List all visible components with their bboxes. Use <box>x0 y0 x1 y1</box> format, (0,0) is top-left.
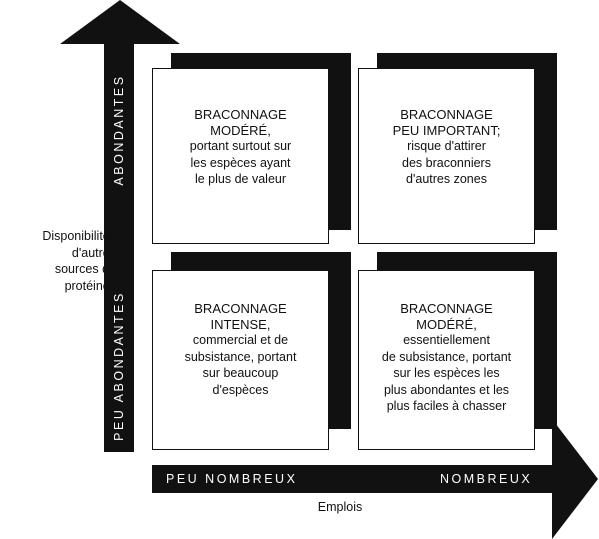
y-axis-title: Disponibilités d'autres sources de proté… <box>4 228 116 294</box>
quadrant-body-line: les espèces ayant <box>190 155 291 170</box>
quadrant-body-line: portant surtout sur <box>189 139 292 153</box>
quadrant-title-line: BRACONNAGE <box>194 301 287 316</box>
quadrant-body-line: des braconniers <box>402 155 491 170</box>
quadrant-body-line: commercial et de <box>192 333 289 347</box>
x-axis-left-label: PEU NOMBREUX <box>166 472 298 486</box>
quadrant-title-line: MODÉRÉ, <box>210 122 271 138</box>
quadrant-body-line: plus faciles à chasser <box>386 399 507 413</box>
y-axis-title-line: Disponibilités <box>42 229 116 243</box>
quadrant-body-line: d'autres zones <box>406 172 487 186</box>
y-axis-title-line: d'autres <box>71 245 116 260</box>
y-axis-title-line: sources de <box>54 262 116 276</box>
quadrant-title-line: MODÉRÉ, <box>416 316 477 332</box>
quadrant-body-line: subsistance, portant <box>184 349 297 364</box>
quadrant-body-line: plus abondantes et les <box>383 382 510 397</box>
y-axis-title-line: protéines <box>64 278 116 293</box>
quadrant-body-line: sur beaucoup <box>202 366 279 380</box>
quadrant-body-line: essentiellement <box>403 333 490 347</box>
quadrant-body-line: le plus de valeur <box>194 172 287 186</box>
horizontal-arrow-shaft <box>152 465 552 493</box>
quadrant-bottom-right: BRACONNAGE MODÉRÉ, essentiellement de su… <box>358 270 535 450</box>
quadrant-title-line: PEU IMPORTANT; <box>392 122 501 138</box>
quadrant-body-line: sur les espèces les <box>393 366 500 380</box>
quadrant-title-line: BRACONNAGE <box>194 107 287 122</box>
quadrant-body-line: d'espèces <box>212 382 269 397</box>
vertical-arrow-head <box>60 0 180 44</box>
quadrant-body-line: de subsistance, portant <box>381 349 512 364</box>
quadrant-title-line: INTENSE, <box>210 316 271 332</box>
quadrant-top-right: BRACONNAGE PEU IMPORTANT; risque d'attir… <box>358 68 535 244</box>
vertical-arrow-shaft <box>104 44 134 452</box>
y-axis-bottom-label: PEU ABONDANTES <box>112 291 126 441</box>
x-axis-title: Emplois <box>317 500 363 514</box>
y-axis-top-label: ABONDANTES <box>112 74 126 186</box>
quadrant-top-left: BRACONNAGE MODÉRÉ, portant surtout sur l… <box>152 68 329 244</box>
quadrant-body-line: risque d'attirer <box>407 139 486 153</box>
quadrant-title-line: BRACONNAGE <box>400 301 493 316</box>
horizontal-arrow-head <box>552 419 598 539</box>
x-axis-right-label: NOMBREUX <box>440 472 533 486</box>
quadrant-bottom-left: BRACONNAGE INTENSE, commercial et de sub… <box>152 270 329 450</box>
quadrant-title-line: BRACONNAGE <box>400 107 493 122</box>
